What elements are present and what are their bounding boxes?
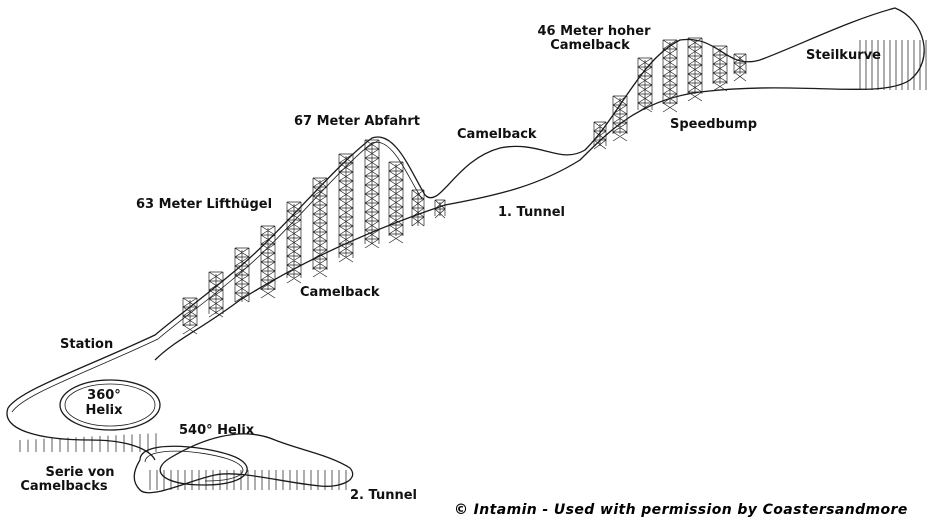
- support-towers: [19, 37, 927, 490]
- copyright-credit: © Intamin - Used with permission by Coas…: [454, 502, 908, 518]
- label-tunnel-2: 2. Tunnel: [350, 488, 417, 503]
- label-speedbump: Speedbump: [670, 117, 757, 132]
- label-steilkurve: Steilkurve: [806, 48, 881, 63]
- lattice-support-tower: [338, 153, 354, 263]
- label-helix-540: 540° Helix: [179, 423, 255, 438]
- label-camelback-low: Camelback: [300, 285, 380, 300]
- label-lifthill: 63 Meter Lifthügel: [136, 197, 272, 212]
- track-lower-loop: [6, 407, 156, 461]
- lattice-support-tower: [637, 57, 653, 113]
- lattice-support-tower: [208, 271, 224, 318]
- helix-540-inner: [144, 450, 244, 482]
- label-camelback-46-line2: Camelback: [550, 38, 630, 53]
- helix-360-outer: [59, 379, 161, 431]
- helix-540: [133, 433, 354, 494]
- lattice-support-tower: [593, 121, 607, 150]
- label-camelback-mid: Camelback: [457, 127, 537, 142]
- lattice-support-tower: [712, 45, 728, 92]
- label-helix-360-line1: 360°: [87, 388, 121, 403]
- label-drop: 67 Meter Abfahrt: [294, 114, 420, 129]
- lattice-support-tower: [733, 53, 747, 82]
- track-main-inner-rail: [11, 141, 423, 413]
- lattice-support-tower: [388, 161, 404, 244]
- lattice-support-tower: [687, 37, 703, 102]
- label-station: Station: [60, 337, 113, 352]
- label-camelback-series-line1: Serie von: [45, 465, 114, 480]
- lattice-support-tower: [234, 247, 250, 303]
- track-main: [7, 7, 925, 409]
- lattice-support-tower: [662, 39, 678, 113]
- helix-360-inner: [64, 383, 156, 427]
- label-helix-360-line2: Helix: [86, 403, 124, 418]
- lattice-support-tower: [612, 95, 628, 142]
- label-camelback-46-line1: 46 Meter hoher: [537, 24, 651, 39]
- lattice-support-tower: [364, 139, 380, 249]
- label-tunnel-1: 1. Tunnel: [498, 205, 565, 220]
- lattice-support-tower: [260, 225, 276, 299]
- lattice-support-tower: [312, 177, 328, 278]
- lattice-support-tower: [411, 189, 425, 227]
- lattice-support-tower: [286, 201, 302, 284]
- label-camelback-series-line2: Camelbacks: [20, 479, 108, 494]
- lattice-support-tower: [434, 199, 446, 219]
